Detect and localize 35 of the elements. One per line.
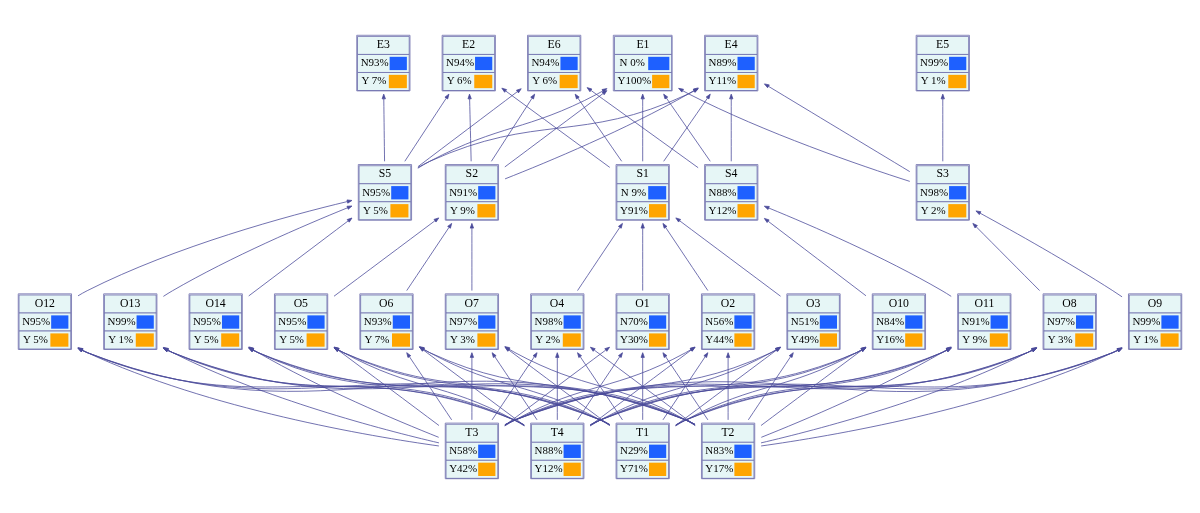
arrow bbox=[333, 217, 440, 297]
arrow bbox=[764, 217, 867, 296]
arrow bbox=[577, 351, 623, 420]
arrow bbox=[404, 93, 450, 162]
arrow bbox=[729, 93, 734, 162]
arrow bbox=[764, 83, 911, 172]
arrow bbox=[640, 351, 645, 420]
arrow bbox=[417, 87, 522, 167]
arrow bbox=[975, 210, 1123, 297]
arrow bbox=[747, 351, 794, 420]
arrow bbox=[163, 205, 353, 297]
arrow bbox=[662, 351, 709, 420]
arrow bbox=[763, 205, 952, 297]
arrow bbox=[574, 93, 623, 162]
arrow bbox=[248, 217, 353, 296]
arrow bbox=[663, 93, 711, 162]
arrow bbox=[662, 222, 709, 291]
arrow bbox=[469, 351, 474, 420]
arrow bbox=[726, 351, 731, 420]
arrow bbox=[675, 217, 781, 297]
arrow bbox=[640, 93, 645, 162]
arrow bbox=[555, 351, 560, 420]
arrow bbox=[417, 87, 608, 169]
arrow bbox=[406, 351, 453, 420]
arrow bbox=[972, 222, 1041, 291]
arrow bbox=[469, 222, 474, 291]
arrow bbox=[577, 222, 623, 291]
arrow bbox=[406, 222, 453, 291]
arrow bbox=[491, 93, 536, 162]
arrow bbox=[491, 351, 538, 420]
arrow bbox=[381, 93, 386, 162]
arrow bbox=[77, 199, 353, 296]
arrow bbox=[467, 93, 472, 162]
arrow bbox=[940, 93, 945, 162]
arrow bbox=[640, 222, 645, 291]
